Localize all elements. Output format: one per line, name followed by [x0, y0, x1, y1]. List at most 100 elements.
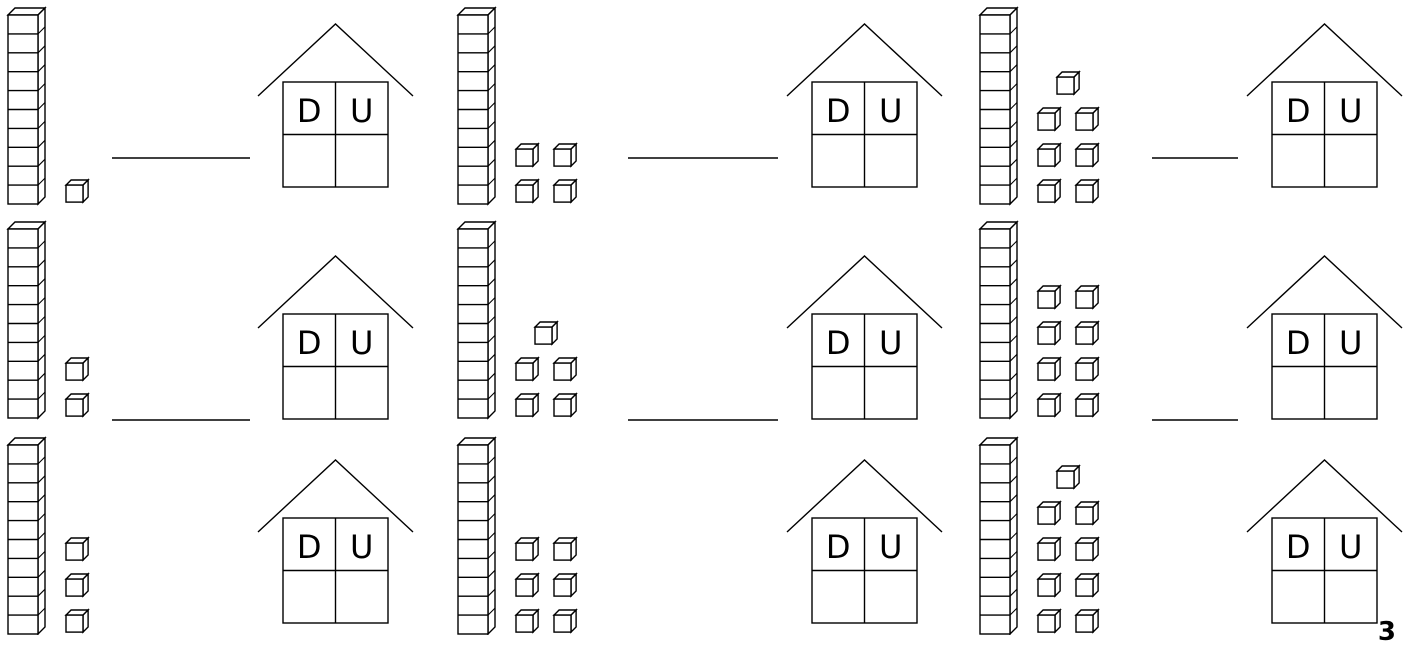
unit-cube: [1074, 500, 1100, 526]
tens-answer-box[interactable]: [285, 137, 334, 186]
tens-answer-box[interactable]: [285, 573, 334, 622]
unit-cube: [1074, 572, 1100, 598]
unit-cube: [1036, 500, 1062, 526]
ten-rod: [978, 220, 1019, 420]
unit-cube: [1036, 572, 1062, 598]
unit-cube: [1036, 142, 1062, 168]
unit-cube: [552, 142, 578, 168]
units-answer-box[interactable]: [867, 369, 916, 418]
units-answer-box[interactable]: [1327, 137, 1376, 186]
tens-answer-box[interactable]: [1274, 573, 1323, 622]
tens-answer-box[interactable]: [814, 573, 863, 622]
unit-cube: [552, 356, 578, 382]
units-label: U: [879, 324, 902, 362]
unit-cube: [1074, 392, 1100, 418]
unit-cube: [514, 608, 540, 634]
unit-cube: [552, 392, 578, 418]
unit-cube: [1074, 320, 1100, 346]
unit-cube: [514, 536, 540, 562]
unit-cube: [514, 572, 540, 598]
units-answer-box[interactable]: [1327, 573, 1376, 622]
unit-cube: [64, 392, 90, 418]
units-label: U: [350, 324, 373, 362]
tens-label: D: [297, 92, 322, 130]
units-answer-box[interactable]: [338, 573, 387, 622]
unit-cube: [64, 608, 90, 634]
unit-cube: [514, 356, 540, 382]
unit-cube: [514, 142, 540, 168]
unit-cube: [64, 178, 90, 204]
tens-answer-box[interactable]: [814, 369, 863, 418]
units-answer-box[interactable]: [338, 369, 387, 418]
units-label: U: [879, 92, 902, 130]
units-answer-box[interactable]: [1327, 369, 1376, 418]
ten-rod: [456, 220, 497, 420]
ten-rod: [456, 436, 497, 635]
units-label: U: [1339, 324, 1362, 362]
tens-answer-box[interactable]: [814, 137, 863, 186]
tens-label: D: [826, 324, 851, 362]
unit-cube: [64, 356, 90, 382]
tens-label: D: [297, 324, 322, 362]
unit-cube: [1036, 356, 1062, 382]
unit-cube: [552, 572, 578, 598]
unit-cube: [1036, 392, 1062, 418]
ten-rod: [6, 436, 47, 635]
unit-cube: [552, 608, 578, 634]
page-number: 3: [1377, 617, 1396, 647]
ten-rod: [456, 6, 497, 206]
unit-cube: [1074, 106, 1100, 132]
units-answer-box[interactable]: [338, 137, 387, 186]
units-answer-box[interactable]: [867, 137, 916, 186]
ten-rod: [978, 6, 1019, 206]
unit-cube: [1074, 178, 1100, 204]
unit-cube: [1074, 284, 1100, 310]
unit-cube: [1074, 356, 1100, 382]
unit-cube: [1036, 106, 1062, 132]
tens-label: D: [1286, 528, 1311, 566]
unit-cube: [1074, 142, 1100, 168]
unit-cube: [1036, 284, 1062, 310]
ten-rod: [978, 436, 1019, 635]
tens-label: D: [826, 92, 851, 130]
unit-cube: [1055, 70, 1081, 96]
unit-cube: [1036, 536, 1062, 562]
unit-cube: [552, 536, 578, 562]
ten-rod: [6, 6, 47, 206]
units-label: U: [350, 92, 373, 130]
unit-cube: [1055, 464, 1081, 490]
units-label: U: [350, 528, 373, 566]
tens-label: D: [297, 528, 322, 566]
tens-answer-box[interactable]: [1274, 137, 1323, 186]
unit-cube: [1036, 178, 1062, 204]
tens-answer-box[interactable]: [285, 369, 334, 418]
unit-cube: [64, 572, 90, 598]
unit-cube: [514, 392, 540, 418]
tens-answer-box[interactable]: [1274, 369, 1323, 418]
unit-cube: [533, 320, 559, 346]
unit-cube: [1074, 536, 1100, 562]
ten-rod: [6, 220, 47, 420]
units-answer-box[interactable]: [867, 573, 916, 622]
unit-cube: [64, 536, 90, 562]
tens-label: D: [1286, 324, 1311, 362]
